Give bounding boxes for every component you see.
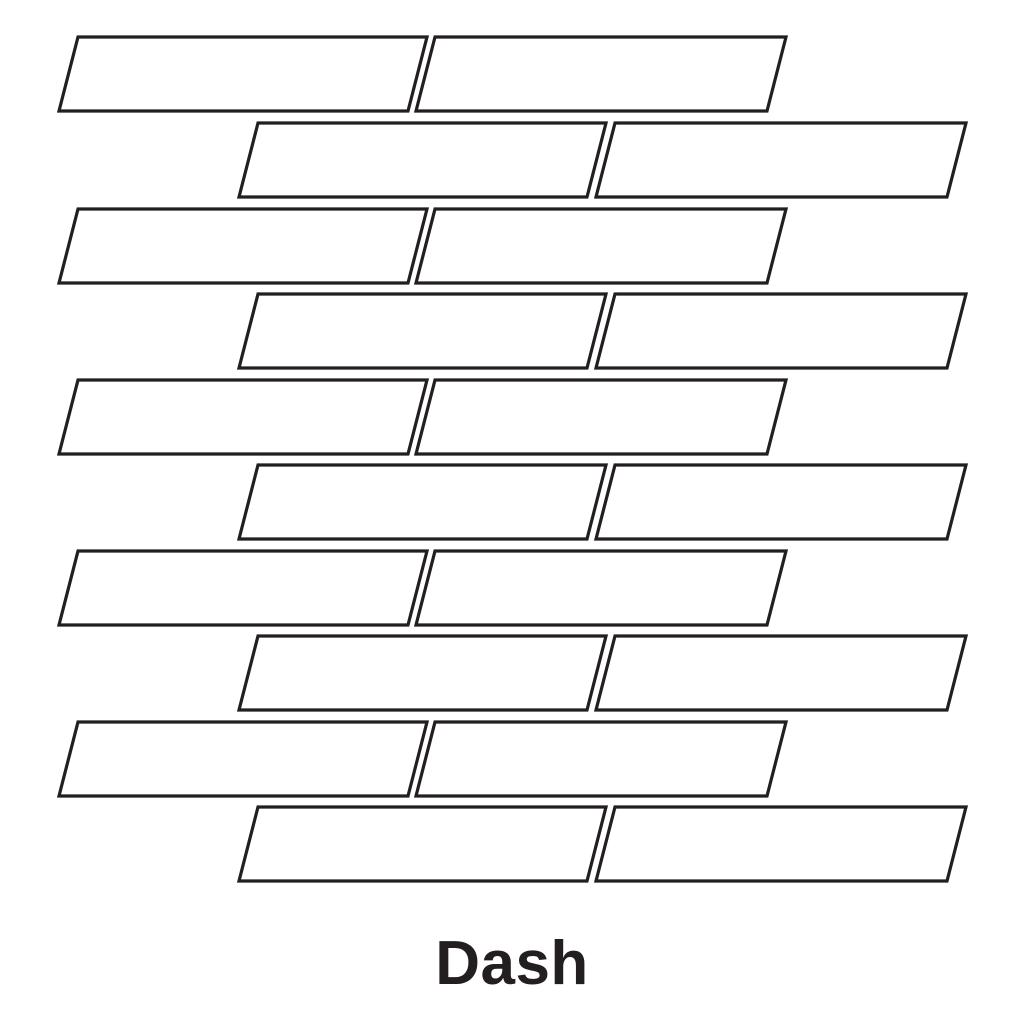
tile-r4-c2 <box>593 292 969 370</box>
tile-r5-c1 <box>56 378 430 456</box>
tile-group <box>56 35 969 883</box>
tile-r7-c2 <box>413 549 789 627</box>
tile-r1-c1 <box>56 35 430 113</box>
tile-r7-c1 <box>56 549 430 627</box>
tile-r8-c2 <box>593 634 969 712</box>
tile-r8-c1 <box>236 634 609 712</box>
tile-r5-c2 <box>413 378 789 456</box>
tile-r1-c2 <box>413 35 789 113</box>
tile-r6-c1 <box>236 463 609 541</box>
tile-r10-c1 <box>236 805 609 883</box>
tile-r3-c1 <box>56 207 430 285</box>
tile-r3-c2 <box>413 207 789 285</box>
tile-r2-c2 <box>593 121 969 199</box>
tile-r4-c1 <box>236 292 609 370</box>
pattern-caption-label: Dash <box>435 929 589 998</box>
tile-r10-c2 <box>593 805 969 883</box>
tile-r6-c2 <box>593 463 969 541</box>
tile-r9-c1 <box>56 720 430 798</box>
tile-r2-c1 <box>236 121 609 199</box>
tile-r9-c2 <box>413 720 789 798</box>
